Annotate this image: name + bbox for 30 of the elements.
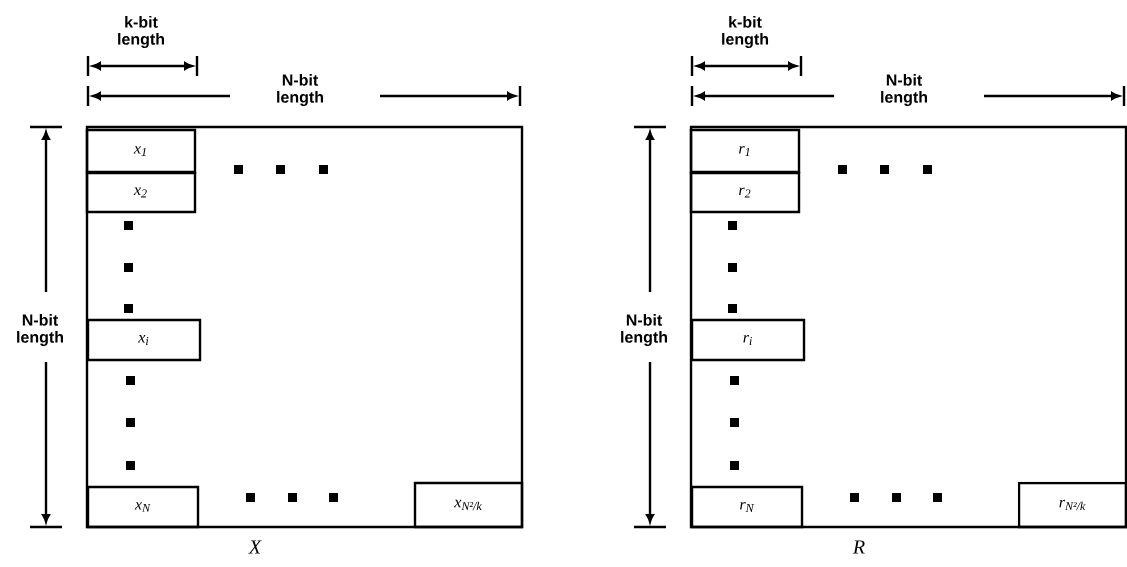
dimension-label: N-bit length <box>881 74 928 106</box>
node-label: r$_{N}$ <box>740 502 755 512</box>
node-label: x$_{N}$ <box>134 502 151 512</box>
node-label: x$_{N²/k}$ <box>454 499 482 511</box>
matrix-caption: R <box>852 540 865 554</box>
dimension-label: N-bit length <box>17 314 63 346</box>
cell-box <box>85 171 197 214</box>
dimension-label: N-bit length <box>277 74 323 106</box>
node-label: x$_{i}$ <box>138 335 149 345</box>
dimension-label: k-bit length <box>722 16 768 48</box>
node-label: r$_{N²/k}$ <box>1059 499 1086 511</box>
node-label: r$_{2}$ <box>739 187 751 198</box>
cell-box <box>85 128 197 174</box>
node-label: r$_{i}$ <box>743 335 752 345</box>
node-label: x$_{1}$ <box>133 146 146 156</box>
matrix-box <box>85 125 524 529</box>
dimension-label: N-bit length <box>621 314 667 346</box>
cell-box <box>86 485 200 529</box>
cell-box <box>690 318 806 362</box>
cell-box <box>689 171 801 214</box>
cell-box <box>1017 481 1127 529</box>
cell-box <box>86 318 202 362</box>
matrix-box <box>689 125 1127 529</box>
dimension-label: k-bit length <box>118 16 164 48</box>
cell-box <box>689 128 801 174</box>
matrix-caption: X <box>248 540 262 554</box>
node-label: x$_{2}$ <box>133 187 147 198</box>
node-label: r$_{1}$ <box>739 146 750 156</box>
cell-box <box>413 481 524 529</box>
cell-box <box>690 485 804 529</box>
